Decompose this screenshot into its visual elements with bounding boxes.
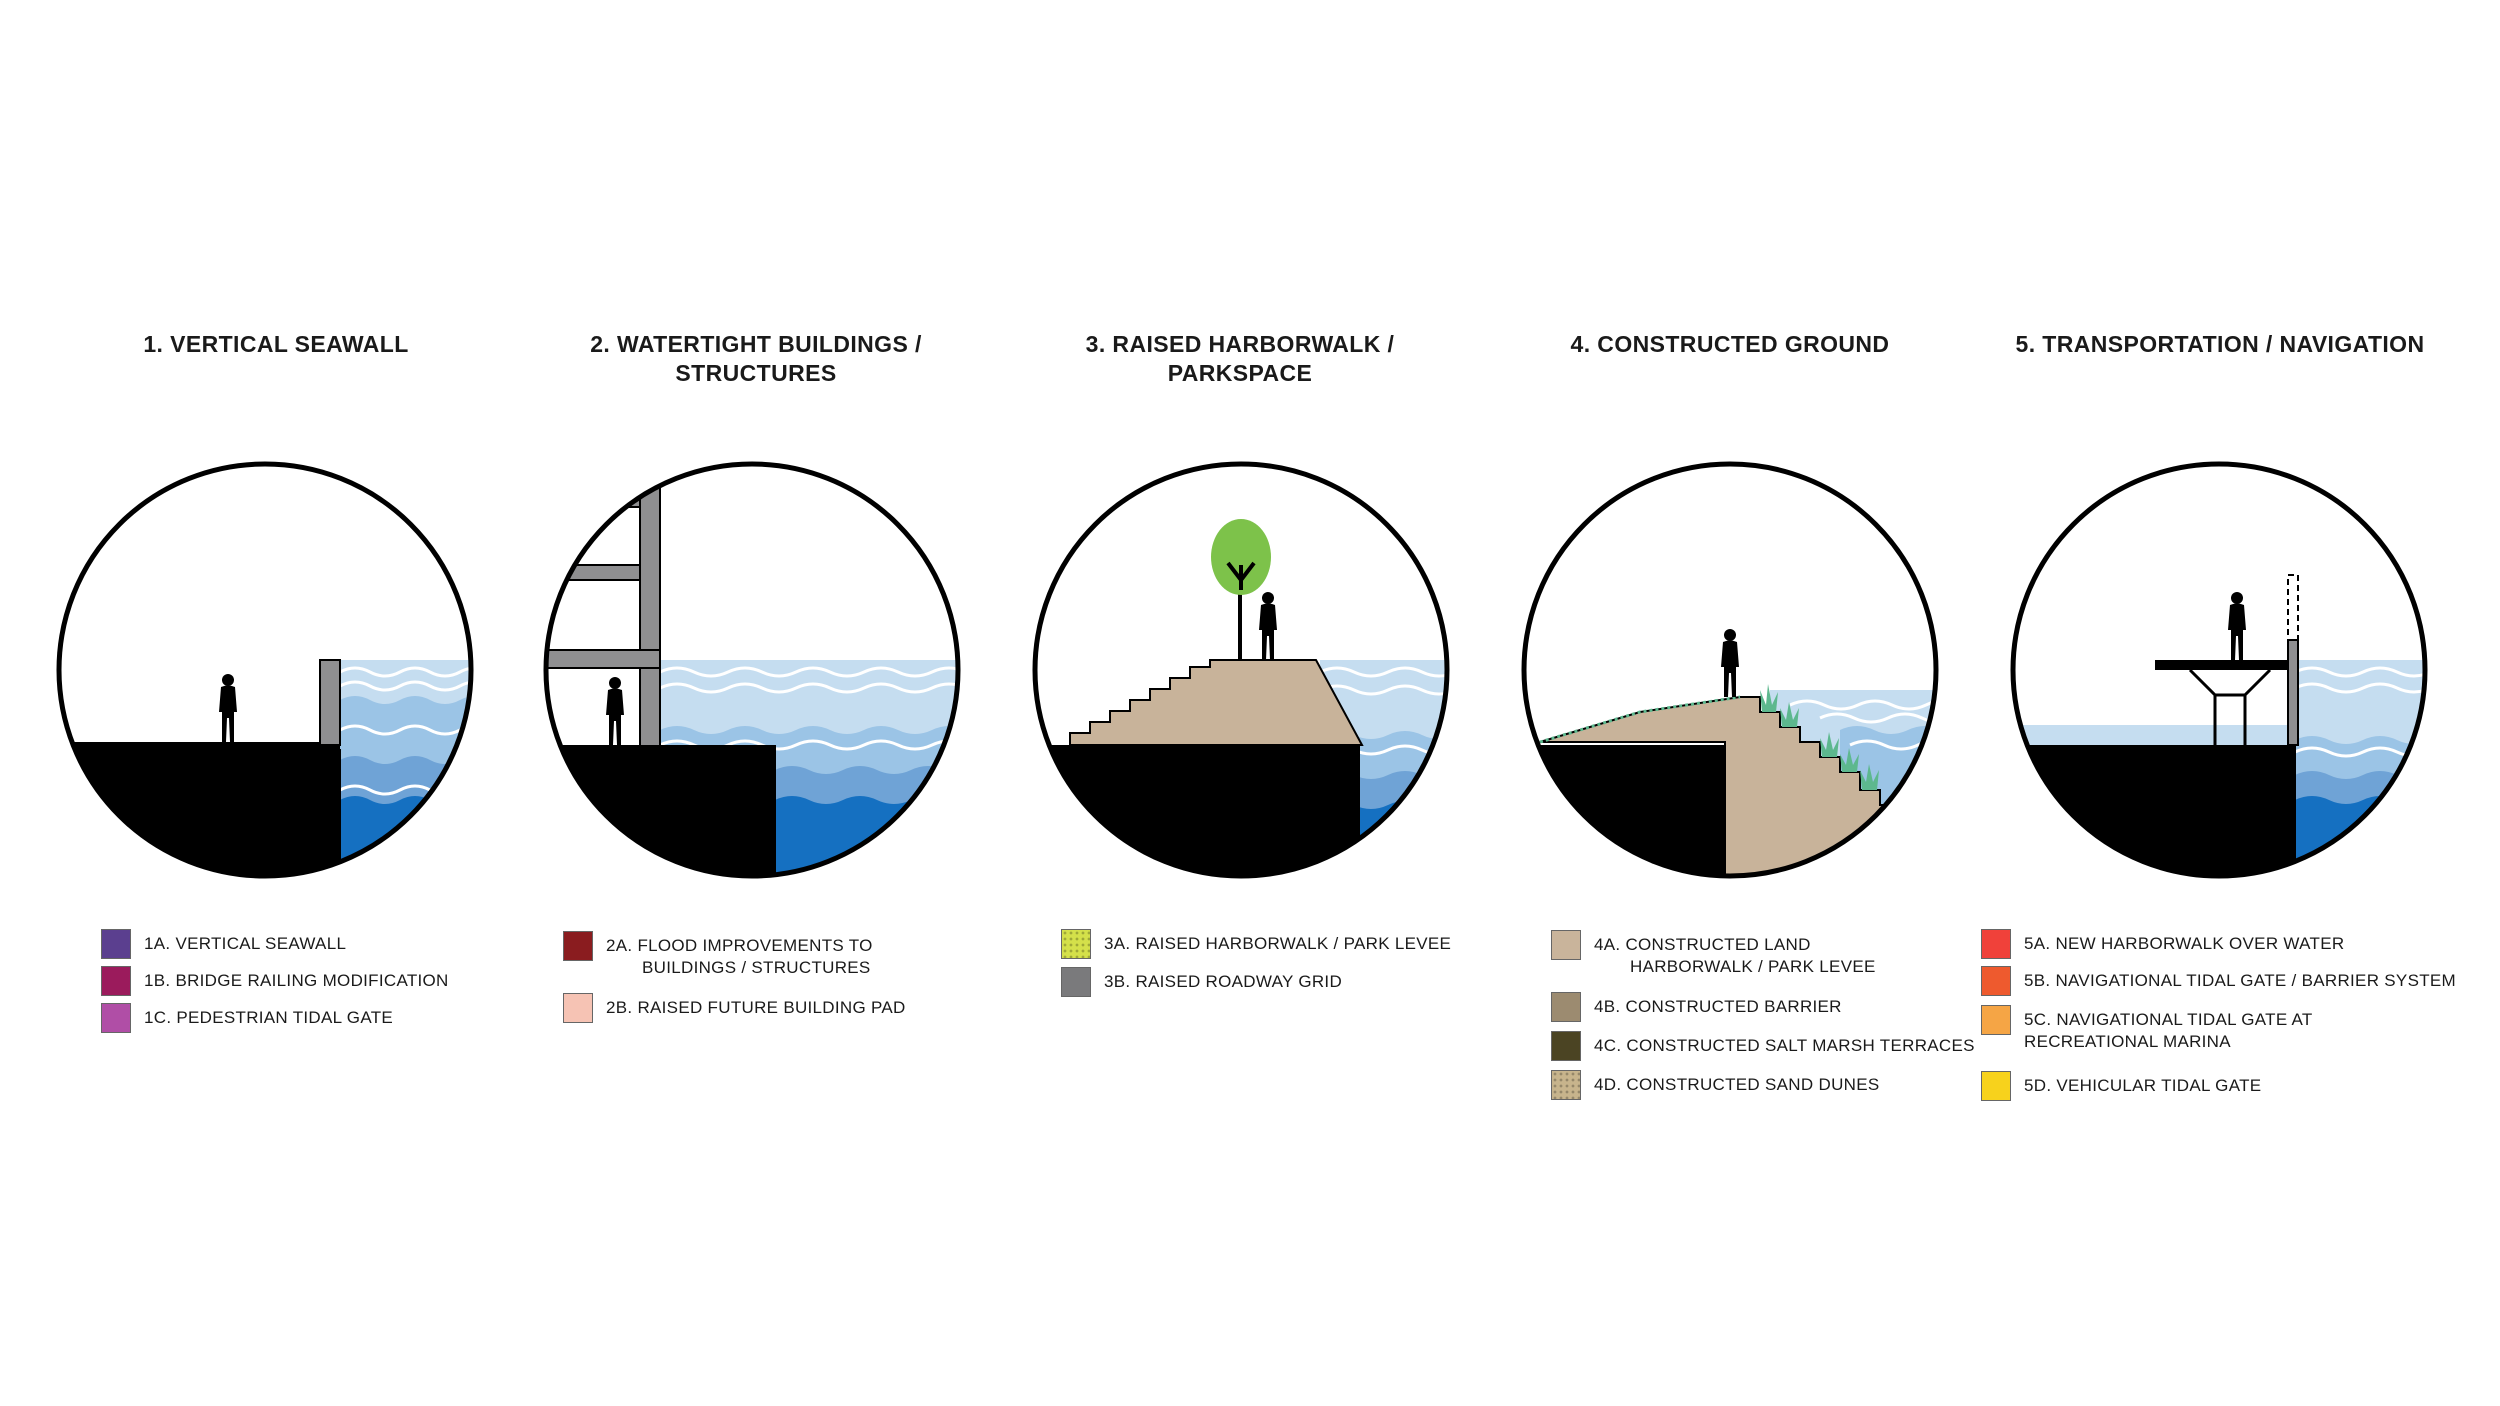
legend-item-4d: 4D. CONSTRUCTED SAND DUNES: [1551, 1070, 1880, 1100]
legend-label-line-2: HARBORWALK / PARK LEVEE: [1630, 957, 1876, 976]
legend-label: 1C. PEDESTRIAN TIDAL GATE: [144, 1008, 394, 1027]
legend-item-4a: 4A. CONSTRUCTED LAND HARBORWALK / PARK L…: [1551, 930, 1876, 978]
panel-title-2: 2. WATERTIGHT BUILDINGS / STRUCTURES: [496, 330, 1016, 388]
legend-swatch: [563, 931, 593, 961]
elevated-harborwalk: [2155, 660, 2295, 670]
scene-constructed-ground: [1521, 461, 1939, 879]
legend-item-2a: 2A. FLOOD IMPROVEMENTS TO BUILDINGS / ST…: [563, 931, 873, 979]
legend-swatch: [1981, 1071, 2011, 1101]
panel-title-3-line-2: PARKSPACE: [1167, 360, 1313, 386]
legend-item-1b: 1B. BRIDGE RAILING MODIFICATION: [101, 966, 449, 996]
seawall: [319, 659, 341, 746]
legend-label-line-1: 2A. FLOOD IMPROVEMENTS TO: [606, 936, 873, 955]
person-icon: [1259, 592, 1277, 660]
person-icon: [1721, 629, 1739, 697]
legend-swatch: [101, 929, 131, 959]
legend-swatch: [101, 966, 131, 996]
scene-frame: [543, 461, 961, 879]
legend-label: 5B. NAVIGATIONAL TIDAL GATE / BARRIER SY…: [2024, 971, 2456, 990]
water-darkest: [2295, 796, 2425, 876]
scene-watertight-buildings: [543, 461, 961, 879]
person-icon: [219, 674, 237, 742]
raised-levee: [1069, 659, 1364, 746]
panel-title-2-line-2: STRUCTURES: [675, 360, 837, 386]
legend-item-5b: 5B. NAVIGATIONAL TIDAL GATE / BARRIER SY…: [1981, 966, 2456, 996]
ground: [546, 745, 776, 876]
legend-item-1a: 1A. VERTICAL SEAWALL: [101, 929, 346, 959]
panel-title-4-line-1: 4. CONSTRUCTED GROUND: [1570, 331, 1890, 357]
tidal-gate: [2287, 639, 2299, 746]
legend-label: 3A. RAISED HARBORWALK / PARK LEVEE: [1104, 934, 1452, 953]
panel-title-3-line-1: 3. RAISED HARBORWALK /: [1085, 331, 1395, 357]
legend-label: 4D. CONSTRUCTED SAND DUNES: [1594, 1075, 1880, 1094]
legend-swatch: [1061, 967, 1091, 997]
legend-label: 4B. CONSTRUCTED BARRIER: [1594, 997, 1842, 1016]
person-icon: [2228, 592, 2246, 660]
legend-item-3b: 3B. RAISED ROADWAY GRID: [1061, 967, 1342, 997]
tree-icon: [1211, 519, 1271, 595]
scene-frame: [1032, 461, 1450, 879]
scene-frame: [2010, 461, 2428, 879]
legend-label-line-2: BUILDINGS / STRUCTURES: [642, 958, 871, 977]
legend-label: 5A. NEW HARBORWALK OVER WATER: [2024, 934, 2345, 953]
legend-swatch: [1981, 966, 2011, 996]
panel-title-4: 4. CONSTRUCTED GROUND: [1470, 330, 1990, 359]
legend-item-1c: 1C. PEDESTRIAN TIDAL GATE: [101, 1003, 393, 1033]
legend-label: 4C. CONSTRUCTED SALT MARSH TERRACES: [1594, 1036, 1975, 1055]
legend-item-5a: 5A. NEW HARBORWALK OVER WATER: [1981, 929, 2344, 959]
legend-label-line-1: 4A. CONSTRUCTED LAND: [1594, 935, 1811, 954]
legend-swatch: [1981, 929, 2011, 959]
legend-item-4b: 4B. CONSTRUCTED BARRIER: [1551, 992, 1842, 1022]
legend-label: 4A. CONSTRUCTED LAND HARBORWALK / PARK L…: [1594, 930, 1876, 978]
panel-title-2-line-1: 2. WATERTIGHT BUILDINGS /: [590, 331, 922, 357]
legend-label: 2B. RAISED FUTURE BUILDING PAD: [606, 998, 906, 1017]
legend-swatch: [101, 1003, 131, 1033]
panel-title-1-line-1: 1. VERTICAL SEAWALL: [143, 331, 409, 357]
legend-swatch: [1981, 1005, 2011, 1035]
panel-title-5-line-1: 5. TRANSPORTATION / NAVIGATION: [2015, 331, 2425, 357]
scene-frame: [1521, 461, 1939, 879]
legend-swatch: [1061, 929, 1091, 959]
legend-label: 3B. RAISED ROADWAY GRID: [1104, 972, 1343, 991]
scene-frame: [56, 461, 474, 879]
panel-title-1: 1. VERTICAL SEAWALL: [16, 330, 536, 359]
scene-vertical-seawall: [56, 461, 474, 879]
panel-title-3: 3. RAISED HARBORWALK / PARKSPACE: [980, 330, 1500, 388]
legend-swatch: [1551, 1031, 1581, 1061]
scene-raised-harborwalk: [1032, 461, 1450, 879]
scene-transportation-navigation: [2010, 461, 2428, 879]
legend-item-5c: 5C. NAVIGATIONAL TIDAL GATE AT RECREATIO…: [1981, 1005, 2313, 1053]
marsh-grass-icon: [1760, 684, 1879, 790]
legend-label: 1A. VERTICAL SEAWALL: [144, 934, 347, 953]
person-icon: [606, 677, 624, 745]
panel-title-5: 5. TRANSPORTATION / NAVIGATION: [1960, 330, 2480, 359]
water-darkest: [775, 796, 958, 876]
legend-label: 2A. FLOOD IMPROVEMENTS TO BUILDINGS / ST…: [606, 931, 873, 979]
harborwalk-supports: [2188, 668, 2272, 745]
legend-item-2b: 2B. RAISED FUTURE BUILDING PAD: [563, 993, 906, 1023]
legend-label: 1B. BRIDGE RAILING MODIFICATION: [144, 971, 449, 990]
legend-item-4c: 4C. CONSTRUCTED SALT MARSH TERRACES: [1551, 1031, 1975, 1061]
legend-item-3a: 3A. RAISED HARBORWALK / PARK LEVEE: [1061, 929, 1451, 959]
legend-swatch: [563, 993, 593, 1023]
legend-swatch: [1551, 930, 1581, 960]
legend-item-5d: 5D. VEHICULAR TIDAL GATE: [1981, 1071, 2261, 1101]
legend-swatch: [1551, 992, 1581, 1022]
legend-label-line-1: 5C. NAVIGATIONAL TIDAL GATE AT: [2024, 1010, 2313, 1029]
legend-swatch: [1551, 1070, 1581, 1100]
legend-label-line-2: RECREATIONAL MARINA: [2024, 1032, 2231, 1051]
legend-label: 5D. VEHICULAR TIDAL GATE: [2024, 1076, 2262, 1095]
legend-label: 5C. NAVIGATIONAL TIDAL GATE AT RECREATIO…: [2024, 1005, 2313, 1053]
